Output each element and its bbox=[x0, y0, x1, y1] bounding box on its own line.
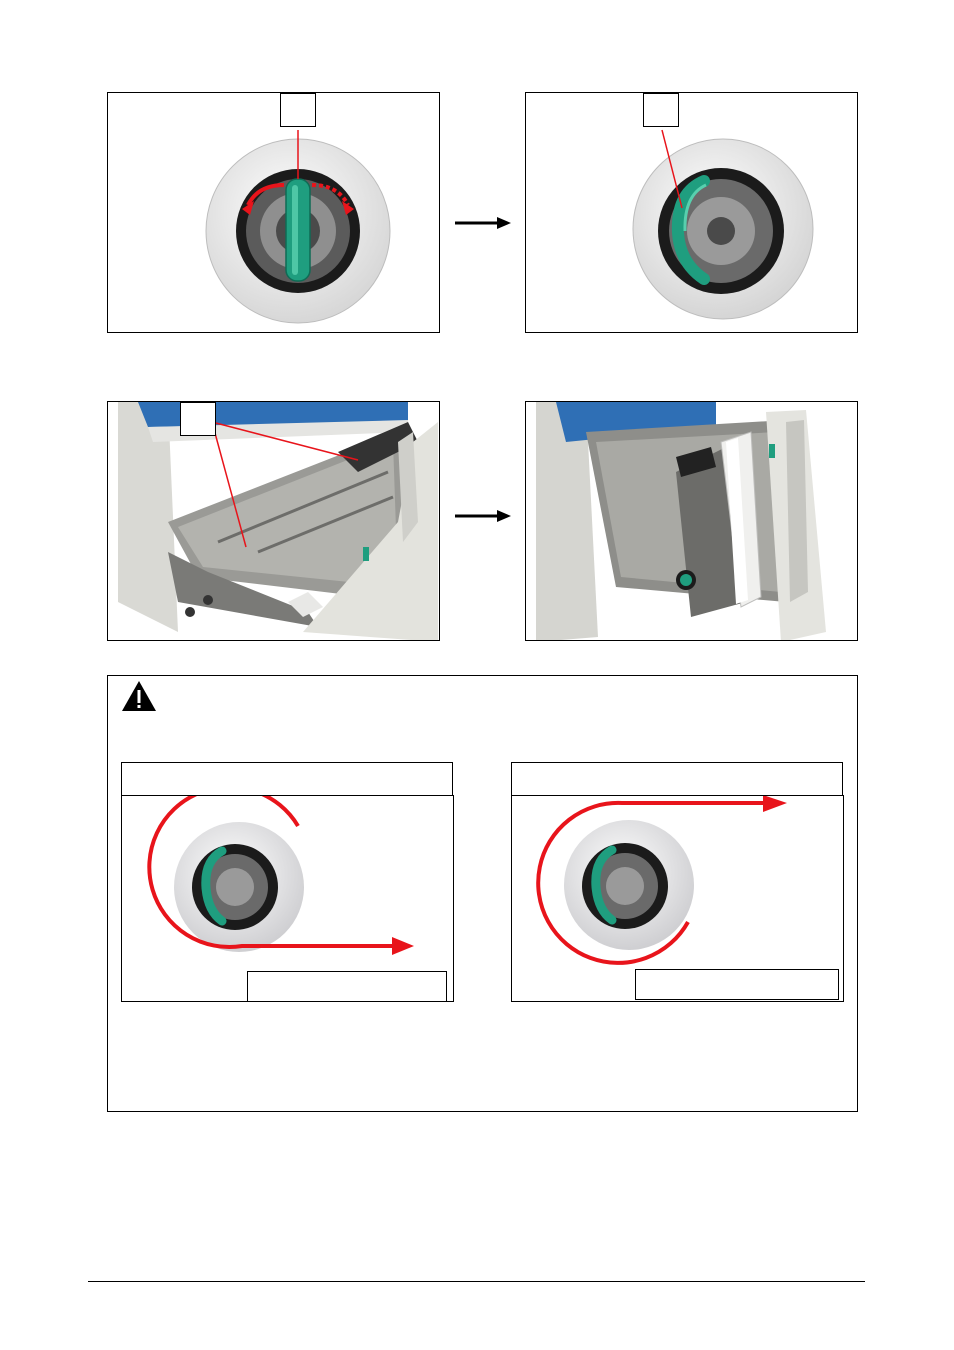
footer-rule bbox=[88, 1281, 865, 1282]
callout-box bbox=[280, 93, 316, 127]
spindle-flange-illustration bbox=[205, 130, 391, 324]
caption-box-left bbox=[121, 762, 453, 796]
sublabel-box-right bbox=[635, 969, 839, 1000]
diagram-panel-right bbox=[511, 795, 844, 1002]
right-arrow-icon bbox=[455, 510, 511, 522]
caption-box-right bbox=[511, 762, 843, 796]
photo-drawer-with-roll bbox=[525, 401, 858, 641]
warning-triangle-icon bbox=[122, 681, 156, 711]
photo-drawer-empty bbox=[107, 401, 440, 641]
diagram-panel-left bbox=[121, 785, 454, 1002]
warning-frame bbox=[107, 675, 858, 1112]
paper-drawer-roll-illustration bbox=[526, 402, 857, 640]
photo-spindle-locked bbox=[525, 92, 858, 333]
sublabel-box-left bbox=[247, 971, 447, 1002]
roll-direction-diagram-left bbox=[147, 785, 414, 955]
photo-spindle-lock-rotate bbox=[107, 92, 440, 333]
roll-direction-diagram-right bbox=[536, 795, 787, 965]
callout-box bbox=[643, 93, 679, 127]
spindle-flange-illustration bbox=[632, 129, 814, 320]
right-arrow-icon bbox=[455, 217, 511, 229]
paper-drawer-illustration bbox=[108, 402, 439, 640]
callout-box bbox=[180, 402, 216, 436]
